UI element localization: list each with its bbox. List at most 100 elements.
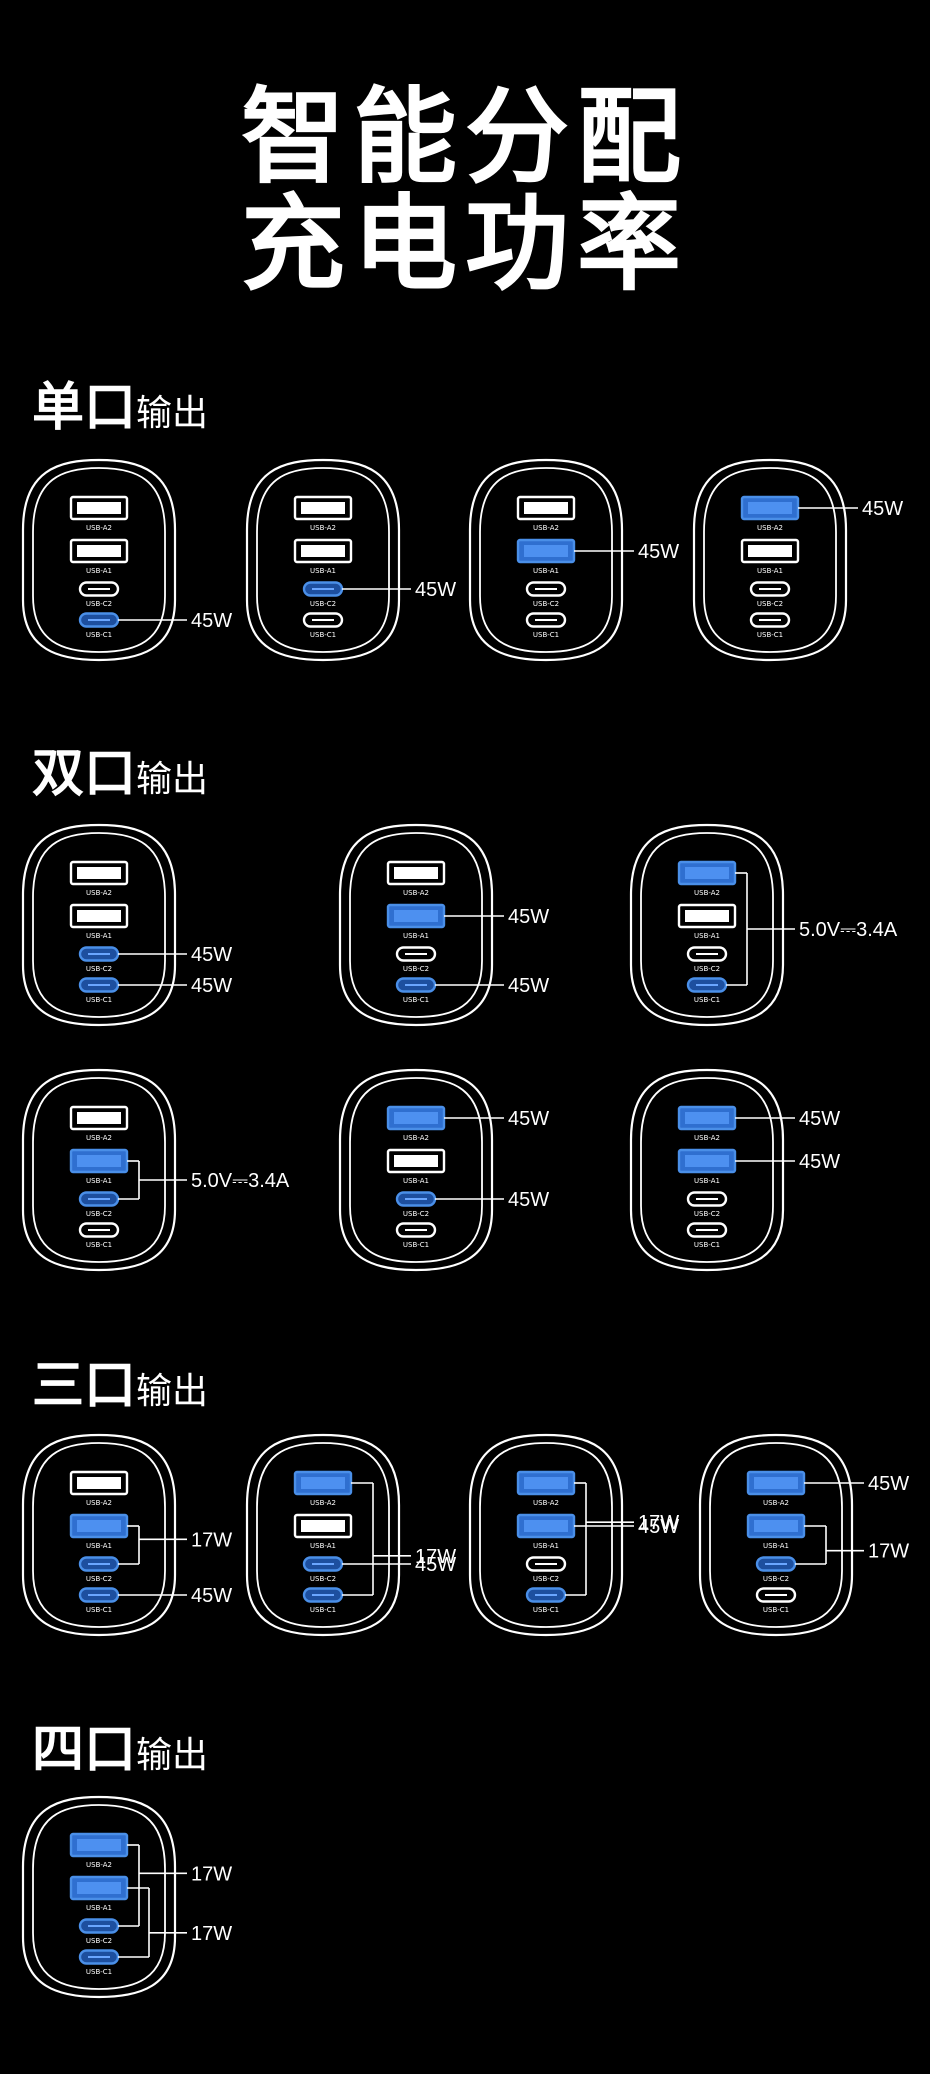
usb-c2-port-label: USB-C2 bbox=[694, 965, 720, 973]
usb-c2-port-label: USB-C2 bbox=[694, 1210, 720, 1218]
usb-a2-port-tongue bbox=[77, 1477, 121, 1489]
section-heading-single: 单口输出 bbox=[32, 382, 208, 434]
usb-c1-port-label: USB-C1 bbox=[694, 1241, 720, 1249]
usb-a2-port-label: USB-A2 bbox=[310, 1499, 336, 1507]
charger-body-inner-outline bbox=[32, 1804, 166, 1990]
charger-body-outline bbox=[21, 1795, 177, 1999]
usb-a2-port-tongue bbox=[77, 1839, 121, 1851]
usb-a2-port-icon bbox=[516, 495, 576, 521]
usb-a1-port-tongue bbox=[394, 1155, 438, 1167]
usb-a1-port-label: USB-A1 bbox=[86, 1177, 112, 1185]
usb-a2-port-tongue bbox=[748, 502, 792, 514]
callout-power-label: 17W bbox=[638, 1512, 679, 1534]
callout-power-label: 45W bbox=[191, 610, 232, 632]
usb-a1-port-label: USB-A1 bbox=[763, 1542, 789, 1550]
charger-body-outline bbox=[21, 1068, 177, 1272]
section-heading-quad: 四口输出 bbox=[32, 1724, 208, 1776]
usb-a2-port-label: USB-A2 bbox=[310, 524, 336, 532]
usb-c1-port-label: USB-C1 bbox=[86, 996, 112, 1004]
usb-c2-port-label: USB-C2 bbox=[86, 1937, 112, 1945]
usb-a1-port-icon bbox=[293, 538, 353, 564]
callout-power-label: 5.0V⎓3.4A bbox=[799, 919, 898, 941]
callout-power-label: 45W bbox=[415, 1554, 456, 1576]
charger-body-inner-outline bbox=[479, 1442, 613, 1628]
usb-a1-port-tongue bbox=[77, 910, 121, 922]
callout-power-label: 45W bbox=[638, 541, 679, 563]
usb-a1-port-tongue bbox=[748, 545, 792, 557]
usb-c1-port-label: USB-C1 bbox=[86, 1968, 112, 1976]
usb-c2-port-icon bbox=[749, 581, 791, 597]
usb-a2-port-label: USB-A2 bbox=[403, 1134, 429, 1142]
charger-body-inner-outline bbox=[349, 1077, 483, 1263]
usb-a1-port-label: USB-A1 bbox=[86, 1904, 112, 1912]
charger-body-inner-outline bbox=[640, 1077, 774, 1263]
usb-c1-port-icon bbox=[395, 1222, 437, 1238]
callout-power-label: 45W bbox=[508, 1108, 549, 1130]
charger-body-outline bbox=[338, 1068, 494, 1272]
usb-c1-port-label: USB-C1 bbox=[763, 1606, 789, 1614]
usb-a1-port-label: USB-A1 bbox=[757, 567, 783, 575]
usb-a2-port-icon bbox=[69, 1105, 129, 1131]
callout-power-label: 45W bbox=[799, 1151, 840, 1173]
callout-power-label: 45W bbox=[191, 975, 232, 997]
charger-body-outline bbox=[692, 458, 848, 662]
callout-power-label: 45W bbox=[508, 975, 549, 997]
callout-power-label: 45W bbox=[508, 1189, 549, 1211]
usb-a1-port-label: USB-A1 bbox=[310, 567, 336, 575]
usb-a1-port-tongue bbox=[301, 1520, 345, 1532]
charger-body-outline bbox=[21, 1433, 177, 1637]
callout-power-label: 17W bbox=[191, 1923, 232, 1945]
callout-power-label: 45W bbox=[799, 1108, 840, 1130]
callout-power-label: 45W bbox=[508, 906, 549, 928]
charger-body-outline bbox=[629, 1068, 785, 1272]
usb-a1-port-tongue bbox=[394, 910, 438, 922]
usb-a2-port-label: USB-A2 bbox=[533, 1499, 559, 1507]
usb-c1-port-icon bbox=[302, 612, 344, 628]
charger-body-inner-outline bbox=[709, 1442, 843, 1628]
usb-a1-port-label: USB-A1 bbox=[403, 1177, 429, 1185]
usb-a1-port-label: USB-A1 bbox=[310, 1542, 336, 1550]
charger-body-outline bbox=[468, 1433, 624, 1637]
usb-c2-port-label: USB-C2 bbox=[403, 965, 429, 973]
usb-c2-port-label: USB-C2 bbox=[310, 600, 336, 608]
callout-power-label: 17W bbox=[191, 1529, 232, 1551]
usb-a2-port-label: USB-A2 bbox=[763, 1499, 789, 1507]
section-heading-dual-sub: 输出 bbox=[136, 759, 209, 800]
usb-a2-port-label: USB-A2 bbox=[86, 1134, 112, 1142]
usb-c2-port-label: USB-C2 bbox=[86, 965, 112, 973]
usb-c2-port-label: USB-C2 bbox=[533, 1575, 559, 1583]
usb-c2-port-label: USB-C2 bbox=[86, 1575, 112, 1583]
usb-a2-port-tongue bbox=[301, 1477, 345, 1489]
usb-c1-port-label: USB-C1 bbox=[533, 1606, 559, 1614]
usb-a2-port-label: USB-A2 bbox=[86, 1499, 112, 1507]
charger-body-outline bbox=[21, 458, 177, 662]
usb-c1-port-icon bbox=[749, 612, 791, 628]
usb-c1-port-label: USB-C1 bbox=[403, 1241, 429, 1249]
section-heading-triple: 三口输出 bbox=[32, 1360, 208, 1412]
charger-body-inner-outline bbox=[703, 467, 837, 653]
usb-a2-port-tongue bbox=[685, 1112, 729, 1124]
usb-a2-port-label: USB-A2 bbox=[694, 889, 720, 897]
usb-a1-port-tongue bbox=[77, 545, 121, 557]
usb-a1-port-tongue bbox=[77, 1882, 121, 1894]
usb-c1-port-icon bbox=[525, 612, 567, 628]
charger-body-outline bbox=[629, 823, 785, 1027]
usb-c2-port-label: USB-C2 bbox=[403, 1210, 429, 1218]
usb-c1-port-label: USB-C1 bbox=[403, 996, 429, 1004]
usb-a2-port-label: USB-A2 bbox=[86, 524, 112, 532]
usb-c1-port-icon bbox=[755, 1587, 797, 1603]
charger-body-outline bbox=[468, 458, 624, 662]
charger-body-inner-outline bbox=[256, 1442, 390, 1628]
usb-a2-port-tongue bbox=[524, 1477, 568, 1489]
usb-a2-port-tongue bbox=[685, 867, 729, 879]
usb-a2-port-tongue bbox=[301, 502, 345, 514]
